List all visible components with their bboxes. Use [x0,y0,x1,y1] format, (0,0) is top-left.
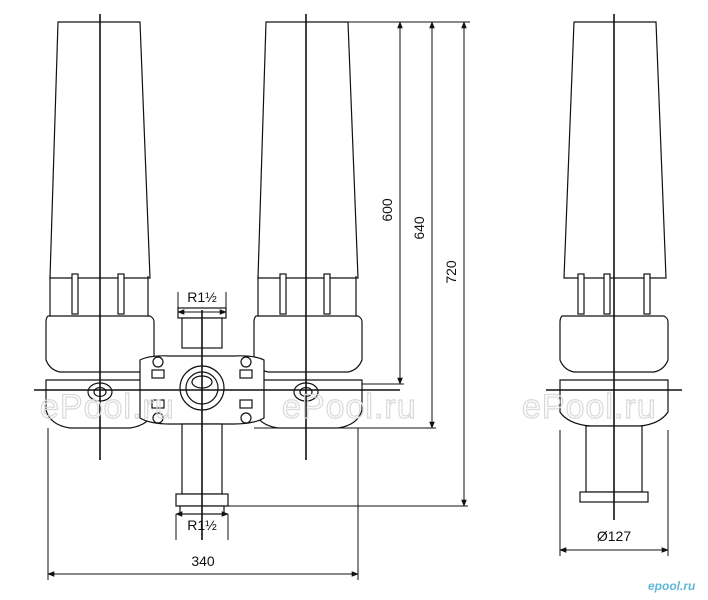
site-logo: epool.ru [648,579,696,593]
side-view [546,14,682,520]
right-filter-cylinder [257,21,359,316]
dim-340-label: 340 [191,553,215,569]
thread-bottom-label: R1½ [187,517,217,533]
centerlines [99,14,307,540]
thread-top-label: R1½ [187,289,217,305]
watermark-left: ePool.ru [40,388,175,426]
dim-640-label: 640 [411,216,427,240]
dim-720-label: 720 [443,260,459,284]
watermark-right: ePool.ru [522,388,657,426]
dim-600-label: 600 [379,198,395,222]
front-view [34,14,400,540]
dimension-lines [47,21,669,580]
diameter-label: Ø127 [597,528,631,544]
watermark-middle: ePool.ru [282,388,417,426]
